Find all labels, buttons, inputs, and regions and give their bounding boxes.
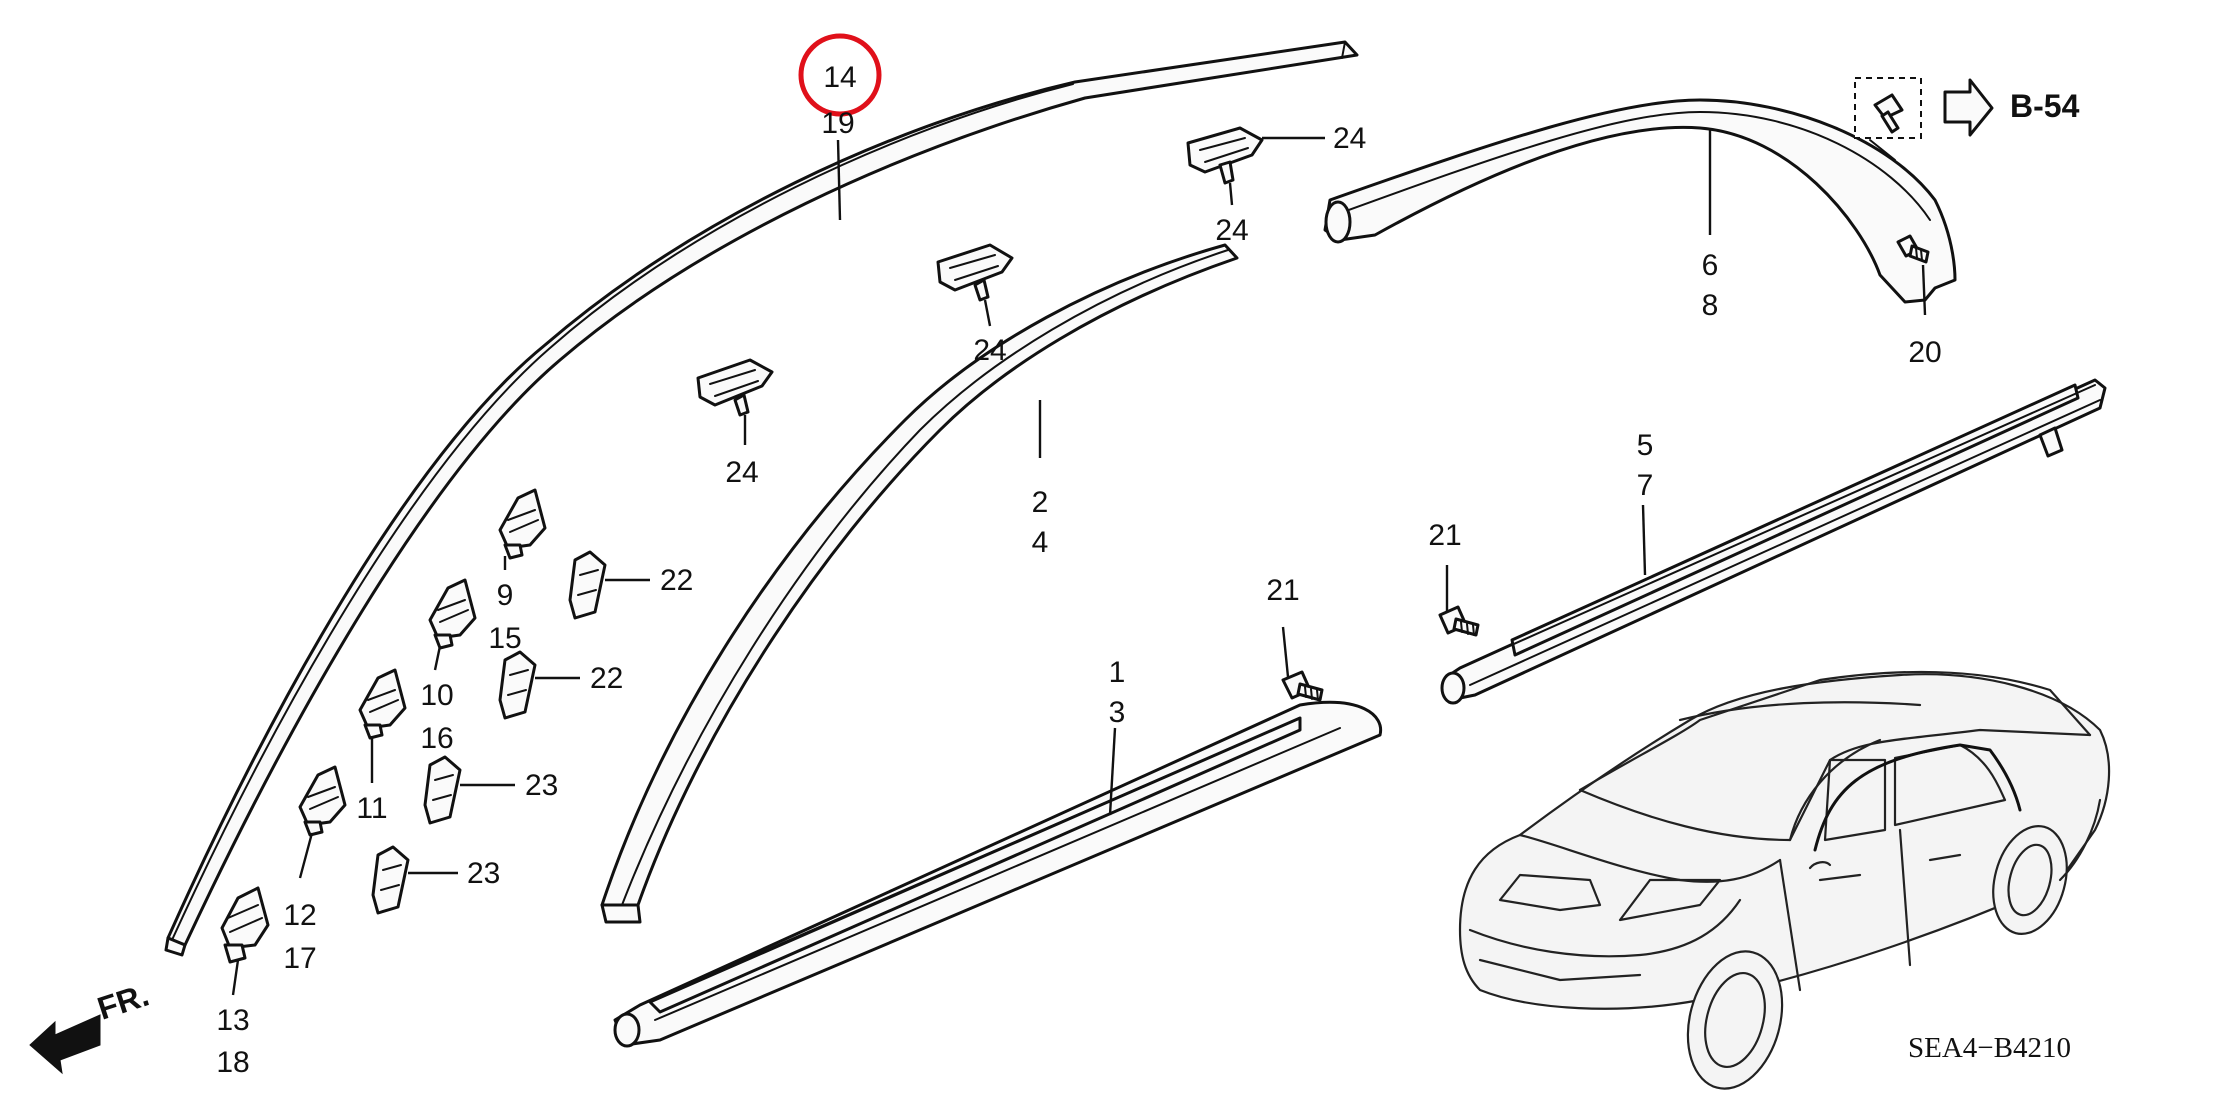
label-10[interactable]: 10 xyxy=(420,679,453,712)
clip-11[interactable] xyxy=(358,668,407,740)
label-12[interactable]: 12 xyxy=(283,899,316,932)
clip-22-lower[interactable] xyxy=(498,650,537,720)
clip-24-middle[interactable] xyxy=(936,243,1014,302)
label-7[interactable]: 7 xyxy=(1637,469,1654,502)
label-24-d[interactable]: 24 xyxy=(1333,122,1366,155)
front-indicator-label: FR. xyxy=(93,976,153,1026)
label-19[interactable]: 19 xyxy=(821,107,854,140)
label-1[interactable]: 1 xyxy=(1109,656,1126,689)
diagram-code: SEA4−B4210 xyxy=(1908,1032,2071,1064)
clip-23-lower[interactable] xyxy=(371,845,410,915)
front-direction-indicator: FR. xyxy=(29,976,153,1075)
sill-molding-1-3[interactable] xyxy=(613,700,1383,1048)
roof-molding-6-8[interactable] xyxy=(1323,98,1957,304)
screw-20[interactable] xyxy=(1896,234,1930,264)
label-5[interactable]: 5 xyxy=(1637,429,1654,462)
screw-21-right[interactable] xyxy=(1438,605,1480,637)
label-13[interactable]: 13 xyxy=(216,1004,249,1037)
clip-9-15[interactable] xyxy=(498,488,547,560)
label-6[interactable]: 6 xyxy=(1702,249,1719,282)
label-23-a[interactable]: 23 xyxy=(525,769,558,802)
label-3[interactable]: 3 xyxy=(1109,696,1126,729)
reference-b54-box[interactable]: B-54 xyxy=(1854,77,2080,139)
label-14[interactable]: 14 xyxy=(823,61,856,94)
label-15[interactable]: 15 xyxy=(488,622,521,655)
clip-24-upper[interactable] xyxy=(1186,126,1264,185)
label-24-c[interactable]: 24 xyxy=(725,456,758,489)
car-illustration xyxy=(1458,670,2111,1090)
highlight-circle xyxy=(798,33,882,117)
label-8[interactable]: 8 xyxy=(1702,289,1719,322)
part-labels: 14 19 24 24 24 24 2 4 1 3 5 7 6 8 20 21 … xyxy=(216,61,1941,1079)
label-23-b[interactable]: 23 xyxy=(467,857,500,890)
roof-molding-14-19[interactable] xyxy=(164,40,1359,957)
clip-12-17[interactable] xyxy=(298,765,347,837)
label-9[interactable]: 9 xyxy=(497,579,514,612)
pillar-molding-2-4[interactable] xyxy=(600,243,1239,924)
label-22-a[interactable]: 22 xyxy=(660,564,693,597)
label-17[interactable]: 17 xyxy=(283,942,316,975)
label-20[interactable]: 20 xyxy=(1908,336,1941,369)
label-18[interactable]: 18 xyxy=(216,1046,249,1079)
clip-23-upper[interactable] xyxy=(423,755,462,825)
reference-label[interactable]: B-54 xyxy=(2010,88,2080,124)
screw-21-middle[interactable] xyxy=(1281,670,1324,702)
label-24-a[interactable]: 24 xyxy=(1215,214,1248,247)
clip-22-upper[interactable] xyxy=(568,550,607,620)
label-11[interactable]: 11 xyxy=(356,792,387,825)
label-22-b[interactable]: 22 xyxy=(590,662,623,695)
leader-lines xyxy=(231,130,1927,996)
label-21-a[interactable]: 21 xyxy=(1266,574,1299,607)
label-2[interactable]: 2 xyxy=(1032,486,1049,519)
clip-10-16[interactable] xyxy=(428,578,477,650)
label-4[interactable]: 4 xyxy=(1032,526,1049,559)
label-16[interactable]: 16 xyxy=(420,722,453,755)
clip-24-lower[interactable] xyxy=(696,358,774,417)
clip-13-18[interactable] xyxy=(220,886,270,964)
label-21-b[interactable]: 21 xyxy=(1428,519,1461,552)
label-24-b[interactable]: 24 xyxy=(973,334,1006,367)
sill-molding-5-7[interactable] xyxy=(1440,378,2107,705)
